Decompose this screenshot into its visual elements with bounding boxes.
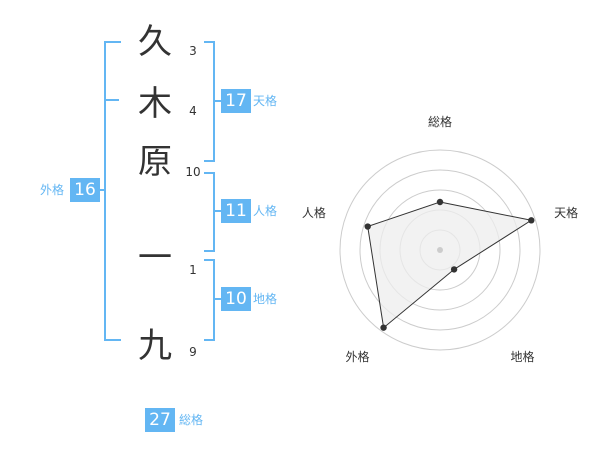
stroke-count-4: 1	[189, 263, 197, 277]
chikaku-bracket	[204, 259, 215, 341]
chikaku-connector	[215, 298, 222, 300]
radar-ring-4	[359, 169, 521, 331]
name-char-4: 一	[138, 238, 172, 278]
stroke-count-3: 10	[185, 165, 201, 179]
radar-axis-label-1: 総格	[428, 114, 452, 129]
radar-center	[437, 247, 443, 253]
radar-point-2	[528, 217, 535, 224]
name-char-1: 久	[138, 22, 172, 62]
name-char-2: 木	[138, 84, 172, 124]
tenkaku-badge: 17	[221, 89, 251, 113]
gaikaku-label: 外格	[40, 183, 65, 197]
name-char-5: 九	[138, 326, 172, 366]
jinkaku-badge: 11	[221, 199, 251, 223]
radar-axis-label-2: 天格	[554, 205, 578, 220]
soukaku-label: 総格	[179, 413, 204, 427]
radar-point-1	[436, 198, 444, 206]
gaikaku-connector	[97, 189, 104, 191]
radar-axis-label-4: 外格	[345, 349, 369, 364]
radar-ring-5	[339, 149, 541, 351]
stroke-count-5: 9	[189, 345, 197, 359]
chikaku-label: 地格	[253, 292, 278, 306]
radar-point-4	[380, 324, 387, 331]
radar-area	[367, 201, 533, 329]
radar-point-3	[450, 266, 458, 273]
tenkaku-connector	[215, 100, 222, 102]
outer-bracket-tick	[106, 99, 119, 101]
outer-bracket	[104, 41, 121, 341]
radar-axis-label-5: 人格	[302, 205, 326, 220]
jinkaku-connector	[215, 210, 222, 212]
jinkaku-label: 人格	[253, 204, 278, 218]
soukaku-badge: 27	[145, 408, 175, 432]
name-char-3: 原	[138, 142, 172, 182]
tenkaku-bracket	[204, 41, 215, 162]
radar-point-5	[364, 223, 371, 230]
gaikaku-badge: 16	[70, 178, 100, 202]
jinkaku-bracket	[204, 172, 215, 252]
radar-axis-label-3: 地格	[511, 349, 535, 364]
stroke-count-2: 4	[189, 104, 197, 118]
chikaku-badge: 10	[221, 287, 251, 311]
tenkaku-label: 天格	[253, 94, 278, 108]
stroke-count-1: 3	[189, 44, 197, 58]
